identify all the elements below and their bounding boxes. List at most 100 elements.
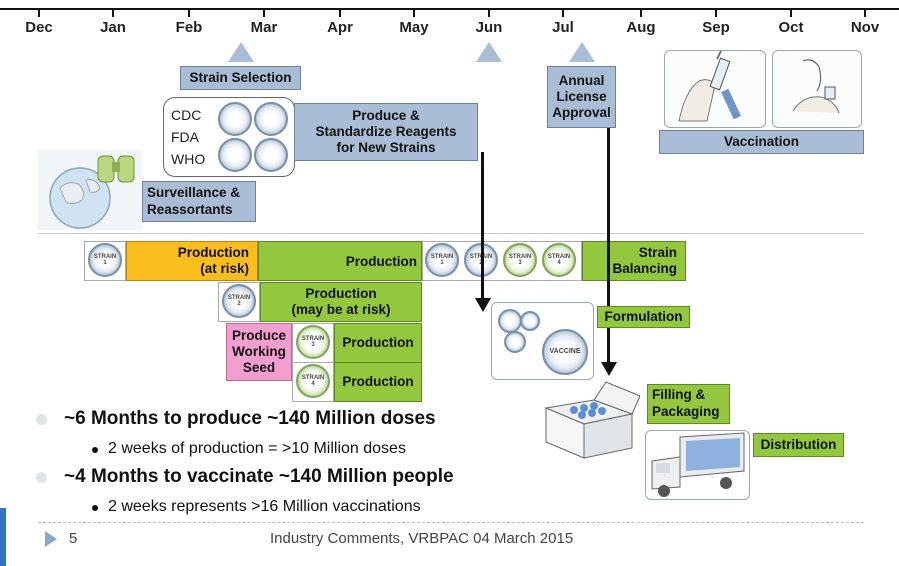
month-label: Jul bbox=[552, 19, 574, 36]
packaging-image bbox=[536, 380, 641, 460]
tick-may bbox=[413, 8, 415, 17]
sub-bullet-marker-icon bbox=[92, 447, 98, 453]
month-label: Jun bbox=[475, 19, 503, 36]
left-edge-accent bbox=[0, 508, 6, 566]
strain-3b-text: STRAIN bbox=[508, 253, 532, 260]
vaccination-box: Vaccination bbox=[659, 130, 864, 154]
annual-license-approval-box: Annual License Approval bbox=[547, 66, 616, 128]
strain-1-label-num: 1 bbox=[103, 260, 107, 266]
maybe-risk-line-1: Production bbox=[305, 285, 377, 301]
strain-1b-num: 1 bbox=[440, 260, 444, 266]
production-at-risk-box: Production (at risk) bbox=[126, 241, 258, 281]
license-approval-marker-icon bbox=[569, 42, 595, 62]
seed-line-1: Produce bbox=[231, 327, 286, 343]
timeline-axis-line bbox=[0, 8, 899, 10]
tick-jun bbox=[488, 8, 490, 17]
sub-bullet-marker-icon bbox=[92, 505, 98, 511]
play-triangle-icon bbox=[45, 531, 57, 547]
bullet-marker-icon bbox=[36, 414, 47, 425]
filling-line-1: Filling & bbox=[652, 387, 706, 402]
tick-apr bbox=[339, 8, 341, 17]
bullet-2-text: ~4 Months to vaccinate ~140 Million peop… bbox=[64, 466, 454, 487]
tick-aug bbox=[640, 8, 642, 17]
tick-sep bbox=[715, 8, 717, 17]
strain-2-num: 2 bbox=[237, 301, 241, 307]
tick-jul bbox=[562, 8, 564, 17]
strain-1-label-text: STRAIN bbox=[93, 253, 117, 260]
nasal-spray-icon bbox=[792, 59, 840, 114]
reagents-line-1: Produce & bbox=[352, 107, 420, 123]
syringe-image bbox=[664, 50, 766, 128]
production-4-box: Production bbox=[334, 362, 422, 402]
strain-selection-box: Strain Selection bbox=[180, 66, 301, 90]
agency-fda: FDA bbox=[171, 129, 199, 145]
formulation-box: Formulation bbox=[597, 306, 690, 328]
strain-3-num: 3 bbox=[311, 342, 315, 348]
strain-4-num: 4 bbox=[311, 381, 315, 387]
tick-nov bbox=[864, 8, 866, 17]
footer-divider bbox=[38, 522, 864, 523]
strain-3b-num: 3 bbox=[518, 260, 522, 266]
virus-icon bbox=[218, 138, 252, 172]
vaccine-label: VACCINE bbox=[549, 348, 581, 356]
license-line-1: Annual bbox=[558, 72, 605, 88]
formulation-image: VACCINE bbox=[491, 302, 594, 380]
strain-1b-text: STRAIN bbox=[430, 253, 454, 260]
filling-line-2: Packaging bbox=[652, 403, 720, 419]
distribution-box: Distribution bbox=[753, 433, 844, 457]
globe-binoculars-image bbox=[38, 150, 142, 230]
bullet-1-subtext: 2 weeks of production = >10 Million dose… bbox=[108, 440, 406, 457]
month-label: Aug bbox=[626, 19, 656, 36]
month-label: May bbox=[399, 19, 429, 36]
at-risk-line-1: Production bbox=[177, 244, 249, 260]
at-risk-line-2: (at risk) bbox=[200, 261, 249, 276]
month-label: Feb bbox=[175, 19, 203, 36]
vaccine-vessel-icon: VACCINE bbox=[542, 329, 588, 375]
seed-line-2: Working bbox=[232, 343, 286, 359]
nasal-spray-image bbox=[772, 50, 862, 128]
virus-icon bbox=[218, 102, 252, 136]
month-label: Dec bbox=[25, 19, 53, 36]
arrowhead-icon bbox=[475, 298, 491, 312]
month-label: Nov bbox=[850, 19, 880, 36]
vial-icon bbox=[520, 311, 540, 331]
filling-packaging-box: Filling & Packaging bbox=[647, 384, 730, 424]
month-label: Sep bbox=[702, 19, 730, 36]
produce-working-seed-box: Produce Working Seed bbox=[226, 323, 292, 381]
strain-4b-num: 4 bbox=[557, 260, 561, 266]
globe-icon bbox=[38, 150, 142, 230]
agency-strain-panel: CDC FDA WHO bbox=[163, 97, 295, 177]
agency-who: WHO bbox=[171, 151, 206, 167]
license-line-3: Approval bbox=[552, 105, 611, 121]
production-main-box: Production bbox=[258, 241, 422, 281]
month-label: Apr bbox=[327, 19, 353, 36]
box-icon bbox=[544, 381, 641, 459]
production-3-label: Production bbox=[342, 334, 414, 350]
strain-3-text: STRAIN bbox=[301, 335, 325, 342]
vial-icon bbox=[498, 309, 522, 333]
seed-line-3: Seed bbox=[242, 360, 276, 376]
virus-icon bbox=[254, 138, 288, 172]
bullet-1-text: ~6 Months to produce ~140 Million doses bbox=[64, 408, 436, 429]
tick-jan bbox=[112, 8, 114, 17]
tick-oct bbox=[790, 8, 792, 17]
reagents-line-2: Standardize Reagents bbox=[315, 123, 457, 139]
truck-icon bbox=[651, 432, 745, 497]
license-line-2: License bbox=[556, 88, 607, 104]
tick-mar bbox=[263, 8, 265, 17]
tick-dec bbox=[38, 8, 40, 17]
month-label: Oct bbox=[778, 19, 804, 36]
virus-icon bbox=[254, 102, 288, 136]
